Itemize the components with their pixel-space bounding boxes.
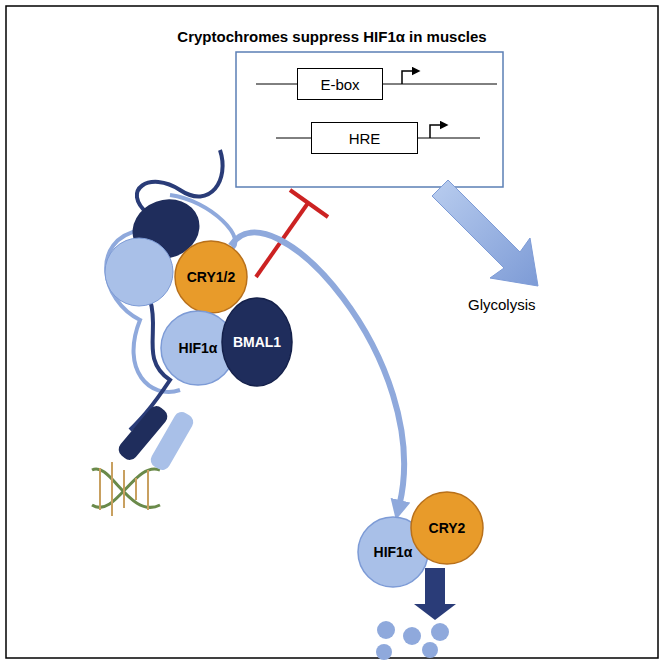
node-text: HRE (349, 130, 381, 147)
process-label: Glycolysis (468, 296, 536, 313)
protein-sphere: BMAL1 (221, 297, 293, 387)
tss-arrow (402, 71, 416, 84)
frame (6, 6, 658, 658)
degradation-arrow (414, 568, 456, 620)
node-text: CRY1/2 (187, 269, 236, 285)
glycolysis-arrow (432, 180, 538, 286)
protein-sphere: CRY1/2 (174, 240, 248, 314)
inhibition-bar (290, 190, 328, 217)
diagram-title: Cryptochromes suppress HIF1α in muscles (0, 28, 664, 45)
element-box: HRE (311, 122, 418, 154)
node-text: CRY2 (429, 520, 466, 536)
node-text: BMAL1 (233, 334, 281, 350)
tss-arrow (430, 125, 444, 138)
promoter-panel (236, 52, 503, 187)
node-text: HIF1α (374, 544, 413, 560)
element-box: E-box (297, 68, 383, 100)
dna-helix (92, 462, 160, 516)
node-text: E-box (320, 76, 359, 93)
node-text: HIF1α (179, 340, 218, 356)
dna-binding-helix (148, 409, 196, 473)
protein-domain (105, 238, 173, 306)
degraded-fragments (376, 621, 449, 660)
protein-sphere: CRY2 (410, 491, 484, 565)
